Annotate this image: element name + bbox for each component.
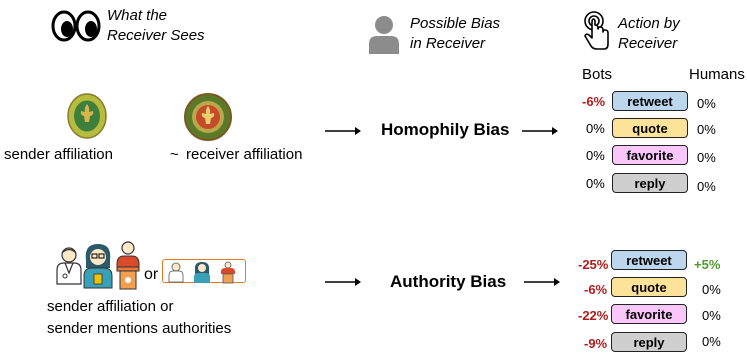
homophily-reply-humans: 0%: [697, 179, 716, 194]
header-receiver: Receiver: [618, 35, 678, 52]
arrow-icon: [325, 127, 361, 135]
homophily-favorite-pill: favorite: [612, 145, 688, 165]
doctor-icon: [168, 262, 184, 283]
authority-quote-humans: 0%: [702, 282, 721, 297]
speaker-podium-icon: [116, 241, 140, 290]
column-label-bots: Bots: [582, 66, 613, 83]
arrow-icon: [325, 278, 361, 286]
arrow-icon: [522, 127, 558, 135]
homophily-quote-bots: 0%: [586, 121, 605, 136]
header-what-the: What the: [107, 7, 168, 24]
authority-favorite-bots: -22%: [578, 308, 609, 323]
homophily-quote-humans: 0%: [697, 122, 716, 137]
homophily-receiver-label: receiver affiliation: [186, 146, 303, 163]
header-receiver-sees: Receiver Sees: [107, 27, 205, 44]
homophily-retweet-pill: retweet: [612, 91, 688, 111]
authority-reply-humans: 0%: [702, 334, 721, 349]
doctor-icon: [56, 247, 82, 285]
authority-bias-label: Authority Bias: [390, 272, 507, 291]
scout-badge-icon: [184, 93, 232, 141]
scout-badge-icon: [67, 93, 107, 139]
authority-icons-box: [162, 259, 246, 284]
authority-quote-pill: quote: [611, 277, 687, 297]
tap-hand-icon: [584, 11, 609, 50]
authority-retweet-humans: +5%: [694, 257, 721, 272]
homophily-sender-label: sender affiliation: [4, 146, 113, 163]
authority-reply-bots: -9%: [584, 336, 608, 351]
person-icon: [369, 16, 399, 54]
authority-favorite-humans: 0%: [702, 308, 721, 323]
homophily-reply-bots: 0%: [586, 176, 605, 191]
header-action-by: Action by: [618, 15, 680, 32]
homophily-bias-label: Homophily Bias: [381, 120, 510, 139]
homophily-quote-pill: quote: [612, 118, 688, 138]
homophily-tilde: ~: [170, 146, 179, 163]
authority-retweet-pill: retweet: [611, 250, 687, 270]
authority-favorite-pill: favorite: [611, 304, 687, 324]
authority-sender-label-line2: sender mentions authorities: [47, 320, 232, 337]
eyes-icon: [51, 10, 101, 42]
header-possible-bias-line1: Possible Bias: [410, 15, 501, 32]
homophily-favorite-bots: 0%: [586, 148, 605, 163]
header-possible-bias-line2: in Receiver: [410, 35, 486, 52]
professional-woman-icon: [83, 244, 113, 289]
arrow-icon: [524, 278, 560, 286]
authority-reply-pill: reply: [611, 332, 687, 352]
authority-retweet-bots: -25%: [578, 257, 609, 272]
homophily-favorite-humans: 0%: [697, 150, 716, 165]
homophily-reply-pill: reply: [612, 173, 688, 193]
homophily-retweet-bots: -6%: [582, 94, 606, 109]
authority-sender-label-line1: sender affiliation or: [47, 298, 174, 315]
authority-or-label: or: [144, 266, 159, 283]
homophily-retweet-humans: 0%: [697, 96, 716, 111]
speaker-podium-icon: [221, 261, 235, 284]
professional-woman-icon: [194, 262, 210, 283]
authority-quote-bots: -6%: [584, 282, 608, 297]
column-label-humans: Humans: [689, 66, 745, 83]
